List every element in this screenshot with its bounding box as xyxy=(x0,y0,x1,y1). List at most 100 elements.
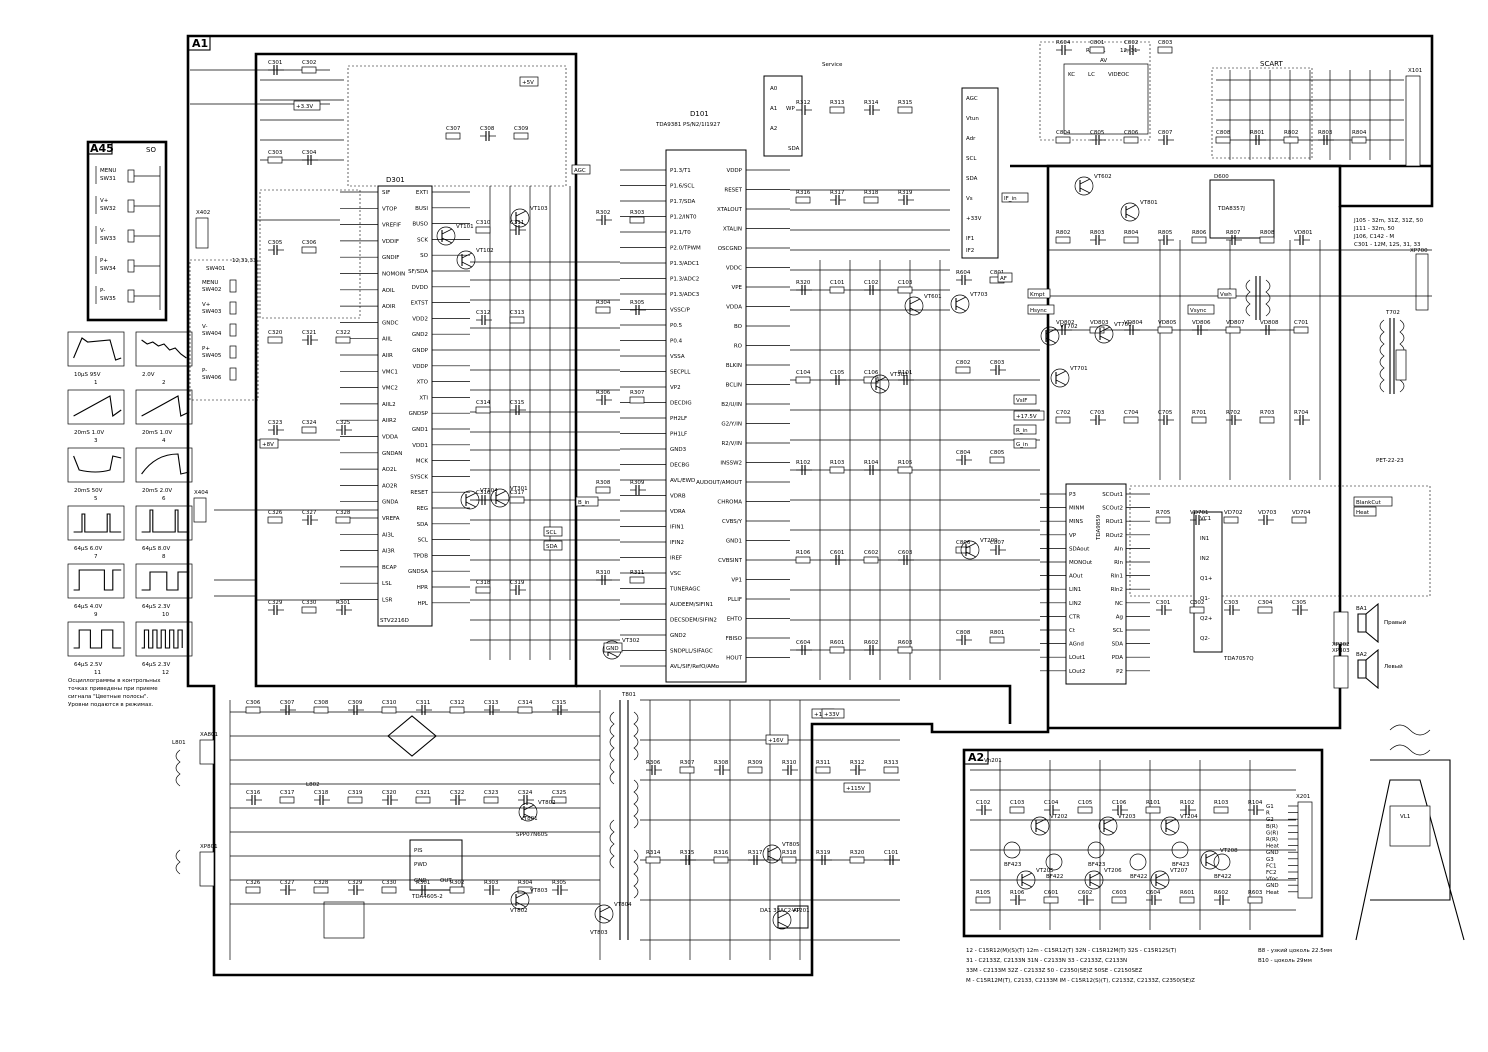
component-label: C704 xyxy=(1124,410,1139,416)
svg-text:OUT: OUT xyxy=(440,878,452,884)
component-label: C103 xyxy=(1010,800,1025,806)
waveform-label: 20mS 1.0V xyxy=(74,430,104,436)
pet-label: PET-22-23 xyxy=(1376,458,1404,464)
ic-pin-label: SDAout xyxy=(1069,546,1090,552)
d301-label: D301 xyxy=(386,176,405,184)
component-label: R307 xyxy=(630,390,645,396)
keypad2-title: SW401 xyxy=(206,266,225,272)
component-label: R316 xyxy=(796,190,811,196)
transistor-label: VT804 xyxy=(614,902,632,908)
waveform-7: 64μS 6.0V7 xyxy=(67,505,125,560)
transistor-label: VT204 xyxy=(1180,814,1198,820)
ic-pin-label: AO2L xyxy=(382,467,397,473)
ic-pin-label: CTR xyxy=(1069,614,1080,620)
svg-text:TDA7057Q: TDA7057Q xyxy=(1223,656,1254,662)
component-label: VD802 xyxy=(1056,320,1075,326)
component-label: C702 xyxy=(1056,410,1070,416)
d301-right-pins: EXTIBUSIBUSOSCKSOSF/SDADVDDEXTSTVDD2GND2… xyxy=(408,190,470,607)
ic-pin-label: P2 xyxy=(1116,669,1123,675)
ic-pin-label: GND1 xyxy=(726,539,742,545)
ic-pin-label: FBISO xyxy=(726,636,743,642)
ic-pin-label: AGnd xyxy=(1069,642,1084,648)
waveform-label: 2.0V xyxy=(142,372,155,378)
component-label: R314 xyxy=(646,850,661,856)
component-label: R105 xyxy=(976,890,991,896)
ic-pin-label: VPE xyxy=(731,285,742,291)
a2-pin-label: GND xyxy=(1266,883,1279,889)
note-a1-1: J105 - 32m, 31Z, 31Z, 50 xyxy=(1353,218,1423,224)
ic-pin-label: AOut xyxy=(1069,574,1083,580)
ic-pin-label: INSSW2 xyxy=(720,461,742,467)
component-label: C808 xyxy=(956,630,971,636)
a2-pin-label: Heat xyxy=(1266,890,1280,896)
component-label: R306 xyxy=(646,760,661,766)
component-label: C315 xyxy=(510,400,525,406)
a45-switch-label: SW31 xyxy=(100,176,116,182)
component-label: R302 xyxy=(450,880,464,886)
component-label: C104 xyxy=(1044,800,1059,806)
component-label: R801 xyxy=(990,630,1004,636)
transistor-label: VT803 xyxy=(530,888,548,894)
component-label: C329 xyxy=(348,880,363,886)
transistor-symbol xyxy=(1016,870,1036,890)
av-panel xyxy=(1063,63,1149,135)
ic-pin-label: PLLIF xyxy=(728,597,742,603)
vt802-label: VT802 xyxy=(510,908,528,914)
r304-ref: 12, 31 xyxy=(1120,48,1138,54)
svg-text:Adr: Adr xyxy=(966,136,976,142)
transistor-label: VT805 xyxy=(782,842,800,848)
component-label: C306 xyxy=(302,240,317,246)
component-label: R702 xyxy=(1226,410,1240,416)
component-label: C101 xyxy=(884,850,898,856)
a2-block xyxy=(962,748,1324,938)
net-label: Kmpt xyxy=(1030,292,1045,298)
component-label: C106 xyxy=(864,370,879,376)
ic-pin-label: BCLIN xyxy=(726,383,742,389)
ic-pin-label: VDRB xyxy=(670,494,686,500)
l800-inductor xyxy=(175,849,181,875)
component-label: R304 xyxy=(596,300,611,306)
component-label: R308 xyxy=(714,760,729,766)
component-label: R314 xyxy=(864,100,879,106)
a2-pin-label: R xyxy=(1266,811,1270,817)
l802-label: L802 xyxy=(306,782,320,788)
component-label: C603 xyxy=(898,550,913,556)
svg-text:SCL: SCL xyxy=(966,156,977,162)
d600-part: TDA8357J xyxy=(1217,206,1245,212)
d600-label: D600 xyxy=(1214,174,1229,180)
ic-pin-label: VDDP xyxy=(726,168,742,174)
component-label: R318 xyxy=(782,850,797,856)
ic-pin-label: DVDD xyxy=(412,285,428,291)
component-label: R802 xyxy=(1284,130,1298,136)
ic-pin-label: GNDA xyxy=(382,500,399,506)
component-label: R603 xyxy=(898,640,913,646)
net-label: AGC xyxy=(574,168,586,174)
component-label: R804 xyxy=(1124,230,1139,236)
transistor-symbol xyxy=(510,890,530,910)
focus-pot xyxy=(1395,349,1407,381)
ic-pin-label: MINM xyxy=(1069,506,1084,512)
component-label: C317 xyxy=(280,790,295,796)
a2-pin-label: FC2 xyxy=(1266,870,1277,876)
svg-text:Q2+: Q2+ xyxy=(1200,616,1213,622)
transistor-symbol xyxy=(762,844,782,864)
a1-label: A1 xyxy=(192,37,208,50)
keypad2-switch: SW403 xyxy=(202,309,222,315)
ic-pin-label: VSSA xyxy=(670,354,685,360)
component-label: C318 xyxy=(476,580,491,586)
keypad2-switch: SW405 xyxy=(202,353,222,359)
speaker-left-icon xyxy=(1357,648,1379,690)
component-label: C320 xyxy=(382,790,397,796)
component-label: C801 xyxy=(990,270,1004,276)
socket-note: B10 - цоколь 29мм xyxy=(1258,958,1312,964)
waveform-id: 10 xyxy=(162,612,169,618)
tda9859-left-pins: P3MINMMINSVPSDAoutMONOutAOutLIN1LIN2CTRC… xyxy=(1040,492,1093,675)
ic-pin-label: REG xyxy=(416,506,428,512)
service-label: Service xyxy=(822,62,843,68)
component-label: VD805 xyxy=(1158,320,1177,326)
audio-filter-dashed-area xyxy=(259,189,361,319)
ic-pin-label: XTALOUT xyxy=(717,207,743,213)
waveform-id: 4 xyxy=(162,438,166,444)
svg-text:WP: WP xyxy=(786,106,795,112)
